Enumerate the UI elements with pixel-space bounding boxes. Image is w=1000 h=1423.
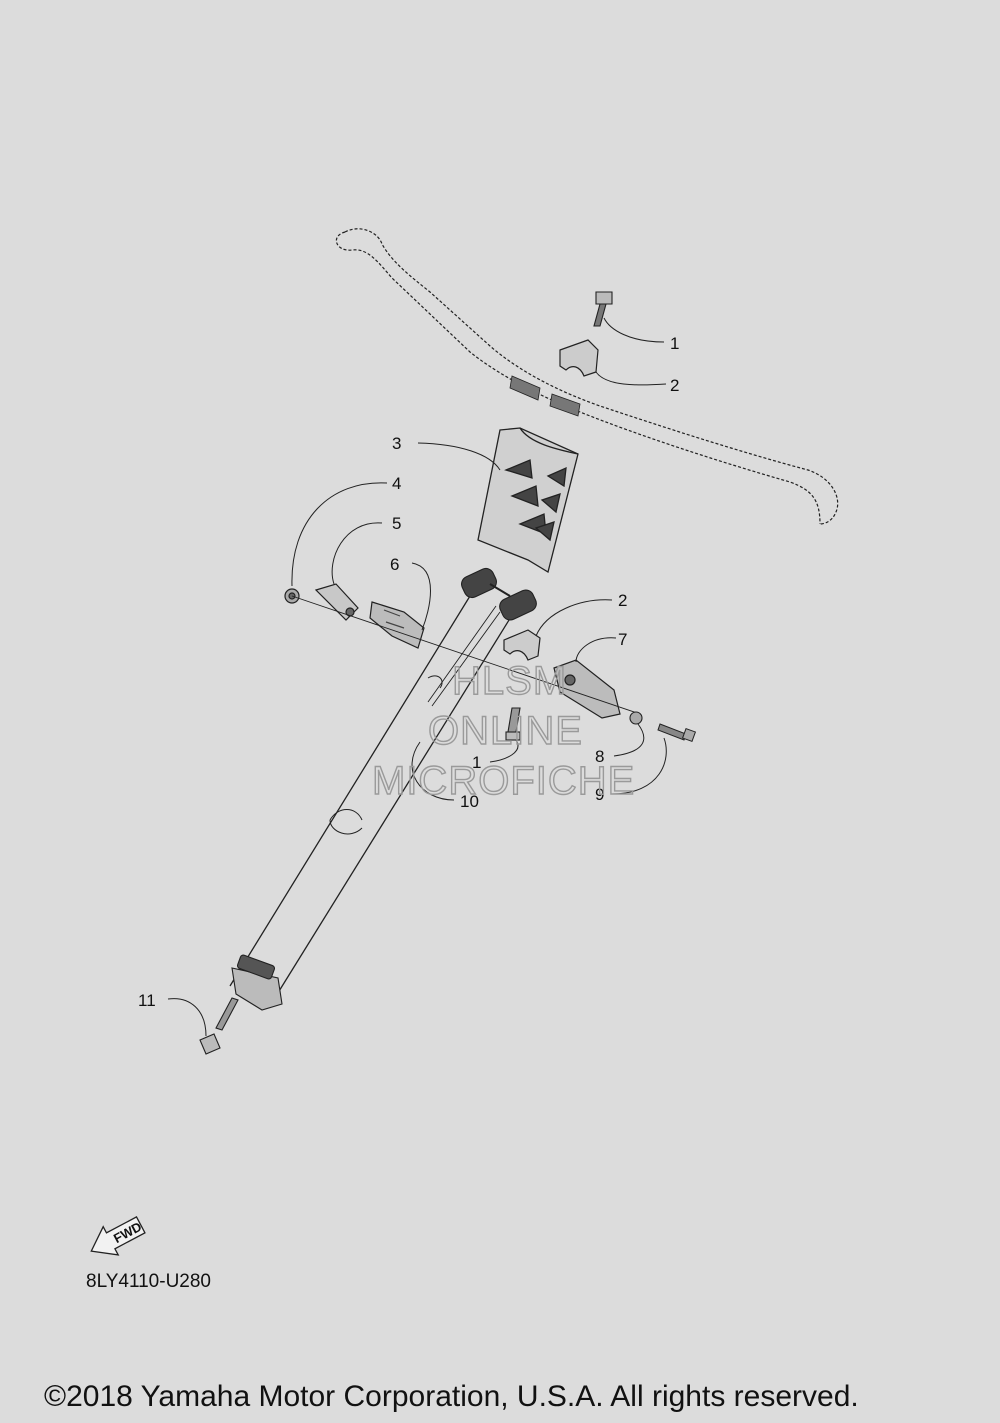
callout-1-top: 1: [670, 334, 679, 353]
lower-clamp: [503, 629, 541, 661]
watermark-line-1: HLSM: [452, 659, 567, 703]
steering-column: [229, 595, 515, 997]
forward-arrow-icon: FWD: [90, 1216, 146, 1256]
link-arm: [314, 583, 359, 621]
callout-3: 3: [392, 434, 401, 453]
bolt-right: [657, 723, 697, 743]
callout-2-top: 2: [670, 376, 679, 395]
watermark-line-2: ONLINE: [428, 709, 583, 753]
bolt-lower: [505, 707, 521, 741]
callout-8: 8: [595, 747, 604, 766]
handlebar-outline: [335, 228, 839, 525]
assembly-axis-line: [291, 595, 641, 715]
copyright-notice: ©2018 Yamaha Motor Corporation, U.S.A. A…: [44, 1380, 859, 1413]
handlebar-holder: [477, 427, 579, 574]
column-lower-end: [231, 954, 283, 1011]
upper-clamp-top: [559, 339, 599, 377]
leader-lines: [167, 317, 667, 1037]
callout-5: 5: [392, 514, 401, 533]
bolt-bottom: [199, 997, 239, 1055]
callout-10: 10: [460, 792, 479, 811]
callout-6: 6: [390, 555, 399, 574]
nut-right: [629, 711, 643, 725]
callout-7: 7: [618, 630, 627, 649]
handlebar-knurl: [509, 375, 581, 417]
callout-11: 11: [138, 991, 156, 1010]
callout-4: 4: [392, 474, 401, 493]
bolt-top: [593, 291, 613, 327]
part-code: 8LY4110-U280: [86, 1271, 212, 1292]
callout-9: 9: [595, 785, 604, 804]
watermark-line-3: MICROFICHE: [372, 759, 635, 803]
callout-2-lower: 2: [618, 591, 627, 610]
callout-1-lower: 1: [472, 753, 481, 772]
column-pivot-shaft: [461, 567, 537, 621]
